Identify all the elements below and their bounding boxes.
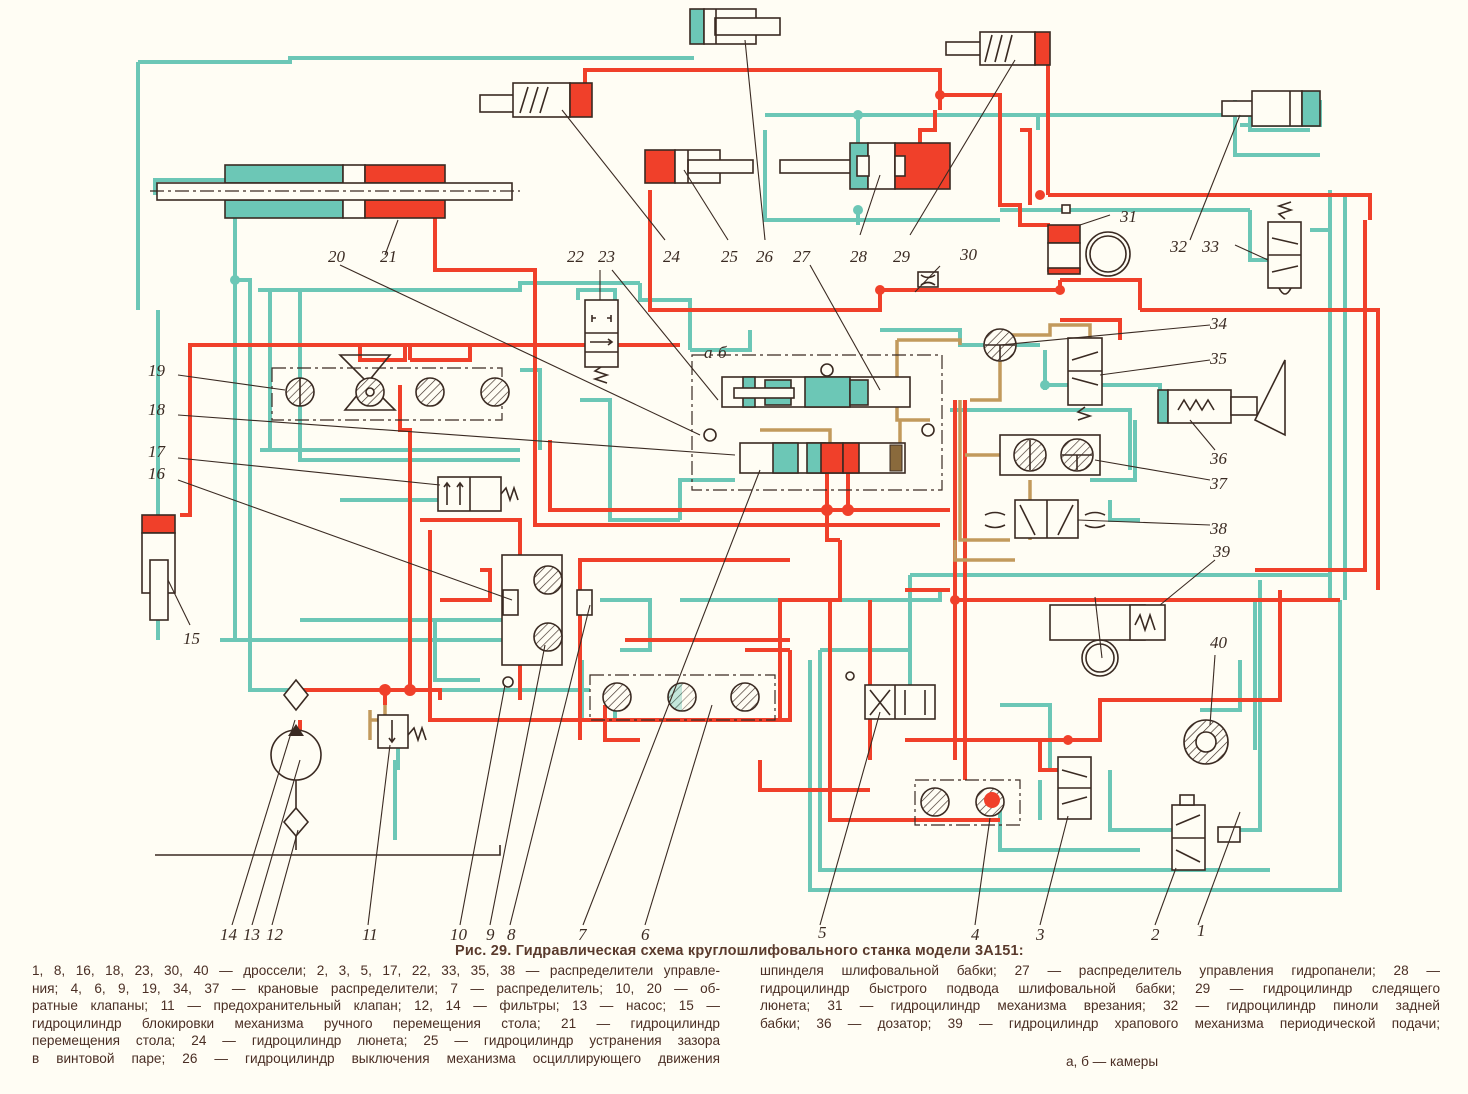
- label-31: 31: [1119, 207, 1137, 226]
- caption-left-column: 1, 8, 16, 18, 23, 30, 40 — дроссели; 2, …: [32, 962, 720, 1067]
- label-17: 17: [148, 442, 167, 461]
- label-6: 6: [641, 925, 650, 940]
- caption-line: бабки; 36 — дозатор; 39 — гидроцилиндр х…: [760, 1015, 1440, 1031]
- label-26: 26: [756, 247, 774, 266]
- label-25: 25: [721, 247, 738, 266]
- valve-block-37: [999, 434, 1101, 476]
- label-18: 18: [148, 400, 166, 419]
- control-valve-38: [984, 499, 1106, 539]
- label-22: 22: [567, 247, 585, 266]
- label-30: 30: [959, 245, 978, 264]
- label-37: 37: [1209, 474, 1229, 493]
- junction-dots: [230, 90, 1073, 745]
- ratchet-cylinder-39: [1049, 596, 1166, 677]
- label-32: 32: [1169, 237, 1188, 256]
- oscillation-cylinder-26: [689, 8, 781, 45]
- caption-right-column: шпинделя шлифовальной бабки; 27 — распре…: [760, 962, 1440, 1032]
- label-3: 3: [1035, 925, 1045, 940]
- caption-chambers-note: а, б — камеры: [1066, 1054, 1159, 1069]
- table-cylinder-21: [150, 164, 520, 219]
- label-8: 8: [507, 925, 516, 940]
- pump-13: [155, 678, 501, 856]
- caption-line: ратные клапаны; 11 — предохранительный к…: [32, 998, 720, 1013]
- fast-approach-cylinder-28-29: [779, 142, 951, 190]
- component-labels: 19 18 17 16 15 20 21 22 23 24 25 26 27 2…: [148, 207, 1231, 940]
- control-valve-2: [1171, 794, 1206, 871]
- label-28: 28: [850, 247, 868, 266]
- label-23: 23: [598, 247, 615, 266]
- steady-rest-cylinder-24: [479, 82, 593, 118]
- throttle-40: [1183, 719, 1229, 765]
- hydraulic-schematic: 19 18 17 16 15 20 21 22 23 24 25 26 27 2…: [136, 8, 1380, 940]
- label-15: 15: [183, 629, 200, 648]
- label-5: 5: [818, 923, 827, 940]
- valve-block-6: [589, 674, 776, 721]
- label-29: 29: [893, 247, 911, 266]
- label-10: 10: [450, 925, 468, 940]
- label-39: 39: [1212, 542, 1231, 561]
- label-chamber-a: а: [704, 343, 713, 362]
- label-40: 40: [1210, 633, 1228, 652]
- label-9: 9: [486, 925, 495, 940]
- label-12: 12: [266, 925, 284, 940]
- label-20: 20: [328, 247, 346, 266]
- caption-line: 1, 8, 16, 18, 23, 30, 40 — дроссели; 2, …: [32, 963, 720, 978]
- relief-valve-11: [377, 714, 427, 749]
- label-16: 16: [148, 464, 166, 483]
- control-valve-17: [437, 476, 519, 512]
- caption-line: гидроцилиндр блокировки механизма ручног…: [32, 1015, 720, 1031]
- label-4: 4: [971, 925, 980, 940]
- control-valve-3: [1057, 756, 1092, 820]
- label-7: 7: [578, 925, 588, 940]
- figure-caption-title: Рис. 29. Гидравлическая схема круглошлиф…: [455, 943, 1024, 959]
- control-valve-33: [1267, 201, 1302, 295]
- pressure-lines: [180, 62, 1380, 822]
- caption-line: шпинделя шлифовальной бабки; 27 — распре…: [760, 963, 1440, 978]
- caption-line: ния; 4, 6, 9, 19, 34, 37 — крановые расп…: [32, 980, 720, 996]
- control-valve-22: [584, 299, 619, 384]
- caption-line: перемещения стола; 24 — гидроцилиндр люн…: [32, 1033, 720, 1048]
- plunge-cylinder-31: [1047, 204, 1131, 277]
- label-36: 36: [1209, 449, 1228, 468]
- label-33: 33: [1201, 237, 1219, 256]
- control-valve-35: [1067, 337, 1103, 421]
- valve-block-4: [914, 779, 1021, 826]
- label-24: 24: [663, 247, 681, 266]
- tailstock-quill-cylinder-32: [1221, 90, 1321, 127]
- caption-line: в винтовой паре; 26 — гидроцилиндр выклю…: [32, 1050, 720, 1066]
- label-19: 19: [148, 361, 166, 380]
- label-11: 11: [362, 925, 378, 940]
- label-14: 14: [220, 925, 238, 940]
- throttle-block-8-9-16: [501, 554, 593, 688]
- valve-block-19: [271, 354, 510, 421]
- table-lock-cylinder-15: [141, 514, 176, 621]
- panel-distributor-27: [691, 354, 943, 491]
- label-2: 2: [1151, 925, 1160, 940]
- doser-36: [1157, 359, 1286, 437]
- follow-rest-cylinder-29: [945, 31, 1051, 66]
- label-27: 27: [793, 247, 812, 266]
- label-1: 1: [1197, 921, 1206, 940]
- label-21: 21: [380, 247, 397, 266]
- label-13: 13: [243, 925, 260, 940]
- control-valve-5: [845, 671, 936, 720]
- throttle-1: [1217, 826, 1241, 843]
- label-34: 34: [1209, 314, 1228, 333]
- label-chamber-b: б: [718, 343, 727, 362]
- label-38: 38: [1209, 519, 1228, 538]
- label-35: 35: [1209, 349, 1227, 368]
- caption-line: гидроцилиндр быстрого подвода шлифовальн…: [760, 980, 1440, 996]
- caption-line: люнета; 31 — гидроцилиндр механизма врез…: [760, 998, 1440, 1013]
- screw-backlash-cylinder-25: [644, 149, 754, 184]
- throttle-30: [914, 265, 941, 293]
- leader-lines: [167, 39, 1269, 926]
